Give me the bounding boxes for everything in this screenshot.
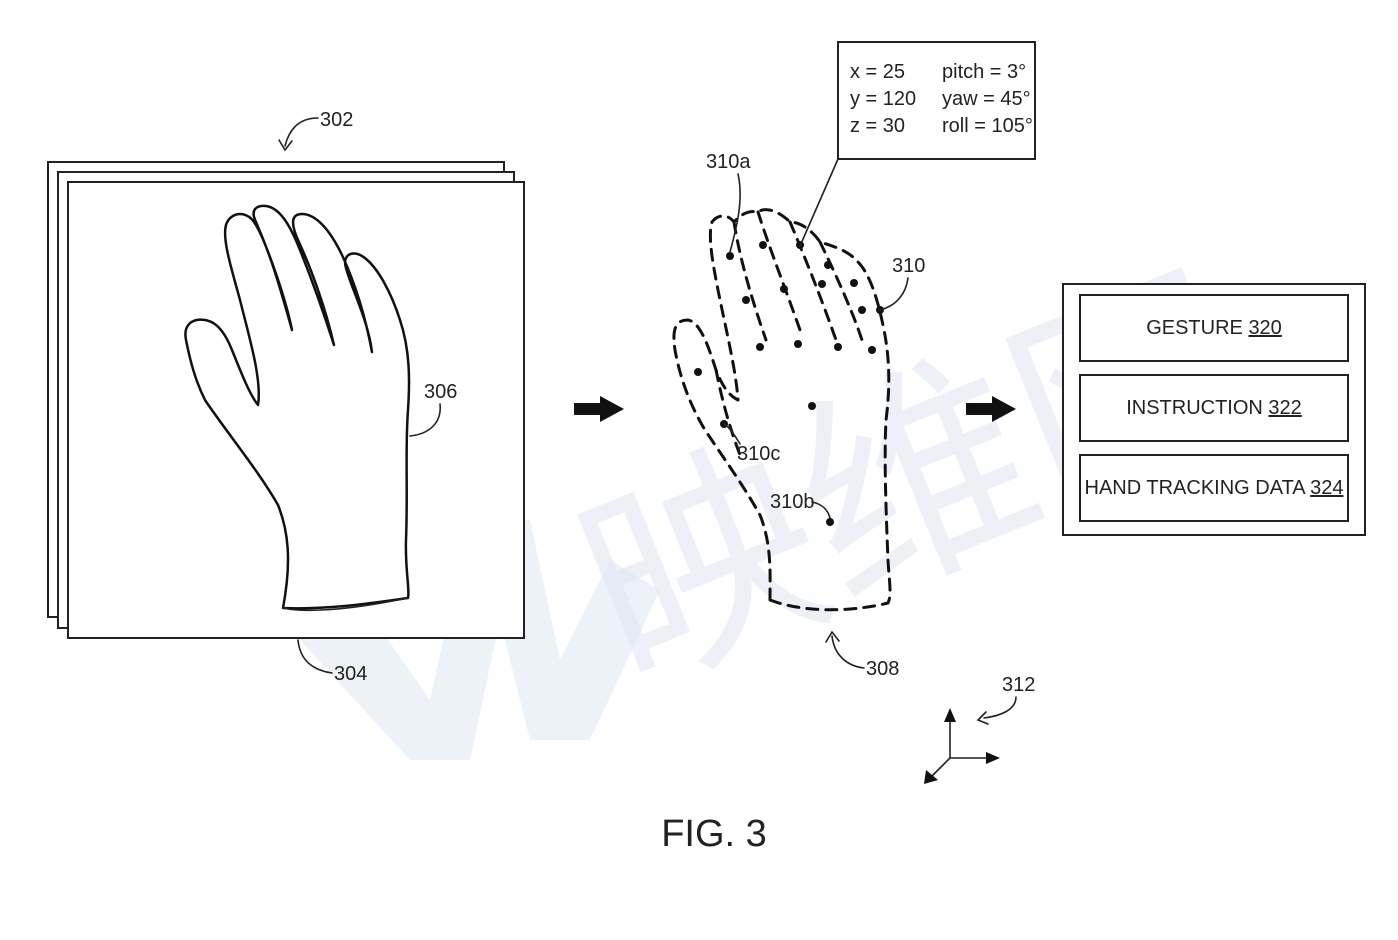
gesture-ref: 320: [1248, 317, 1281, 339]
hand-model-dashed: [672, 208, 892, 612]
ref-310b-leader: [811, 501, 831, 519]
pose-y: y = 120: [850, 88, 916, 110]
pose-pitch: pitch = 3°: [942, 61, 1026, 83]
keypoint: [726, 252, 734, 260]
keypoint: [742, 296, 750, 304]
flow-arrow-1: [574, 396, 624, 422]
ref-308-label: 308: [866, 658, 899, 680]
ref-308-arrowhead: [825, 630, 840, 643]
ref-310b-label: 310b: [770, 491, 815, 513]
ref-310a-leader: [729, 173, 741, 253]
pose-box-connector: [799, 158, 839, 247]
coordinate-axes: [924, 708, 1000, 784]
finger-divider-3: [788, 220, 838, 342]
image-frame-stack: [47, 161, 525, 639]
finger-divider-2: [756, 210, 802, 332]
gesture-box: [1079, 294, 1349, 362]
hand-tracking-data-box: [1079, 454, 1349, 522]
ref-302-arrowhead: [278, 139, 293, 152]
ref-310-leader: [879, 277, 909, 311]
ref-306-label: 306: [424, 381, 457, 403]
pose-z: z = 30: [850, 115, 905, 137]
ref-308-leader: [831, 635, 865, 669]
ref-304-leader: [297, 639, 333, 674]
keypoint: [794, 340, 802, 348]
hand-outline: [184, 204, 411, 610]
finger-divider-1: [732, 220, 768, 342]
ref-310-label: 310: [892, 255, 925, 277]
instruction-label: INSTRUCTION 322: [1126, 397, 1302, 419]
keypoint: [756, 343, 764, 351]
keypoint: [826, 518, 834, 526]
keypoint: [850, 279, 858, 287]
ref-310c-label: 310c: [737, 443, 780, 465]
ref-302-leader: [284, 117, 319, 147]
thumb-divider: [714, 368, 744, 462]
ref-302-label: 302: [320, 109, 353, 131]
ref-312-label: 312: [1002, 674, 1035, 696]
axis-diagonal: [931, 757, 951, 777]
hand-tracking-data-label: HAND TRACKING DATA 324: [1085, 477, 1344, 499]
gesture-text: GESTURE: [1146, 317, 1243, 339]
flow-arrow-2: [966, 396, 1016, 422]
instruction-box: [1079, 374, 1349, 442]
hand-tracking-data-ref: 324: [1310, 477, 1343, 499]
ref-310a-label: 310a: [706, 151, 751, 173]
axis-diagonal-arrowhead: [924, 770, 938, 784]
keypoint: [868, 346, 876, 354]
ref-312-leader: [983, 696, 1017, 719]
keypoint: [808, 402, 816, 410]
finger-divider-4: [818, 240, 864, 342]
keypoint: [834, 343, 842, 351]
instruction-text: INSTRUCTION: [1126, 397, 1263, 419]
pose-x: x = 25: [850, 61, 905, 83]
keypoint: [694, 368, 702, 376]
pose-roll: roll = 105°: [942, 115, 1033, 137]
ref-306-leader: [409, 403, 441, 437]
keypoint: [858, 306, 866, 314]
keypoint: [759, 241, 767, 249]
ref-312-arrowhead: [976, 711, 989, 725]
pose-data-box: x = 25 y = 120 z = 30 pitch = 3° yaw = 4…: [837, 41, 1036, 160]
ref-310c-leader: [723, 423, 741, 445]
output-panel: GESTURE 320 INSTRUCTION 322 HAND TRACKIN…: [1062, 283, 1366, 536]
instruction-ref: 322: [1268, 397, 1301, 419]
hand-tracking-data-text: HAND TRACKING DATA: [1085, 477, 1307, 499]
keypoint: [780, 285, 788, 293]
ref-304-label: 304: [334, 663, 367, 685]
axis-up-arrowhead: [944, 708, 956, 722]
hand-wrist-curve: [282, 597, 409, 612]
gesture-label: GESTURE 320: [1146, 317, 1282, 339]
figure-title: FIG. 3: [661, 813, 767, 855]
frame-front: [67, 181, 525, 639]
watermark-logo-shape: [300, 520, 660, 760]
keypoint: [818, 280, 826, 288]
keypoint: [824, 261, 832, 269]
axis-right-arrowhead: [986, 752, 1000, 764]
pose-box-frame: [837, 41, 1036, 160]
pose-yaw: yaw = 45°: [942, 88, 1031, 110]
